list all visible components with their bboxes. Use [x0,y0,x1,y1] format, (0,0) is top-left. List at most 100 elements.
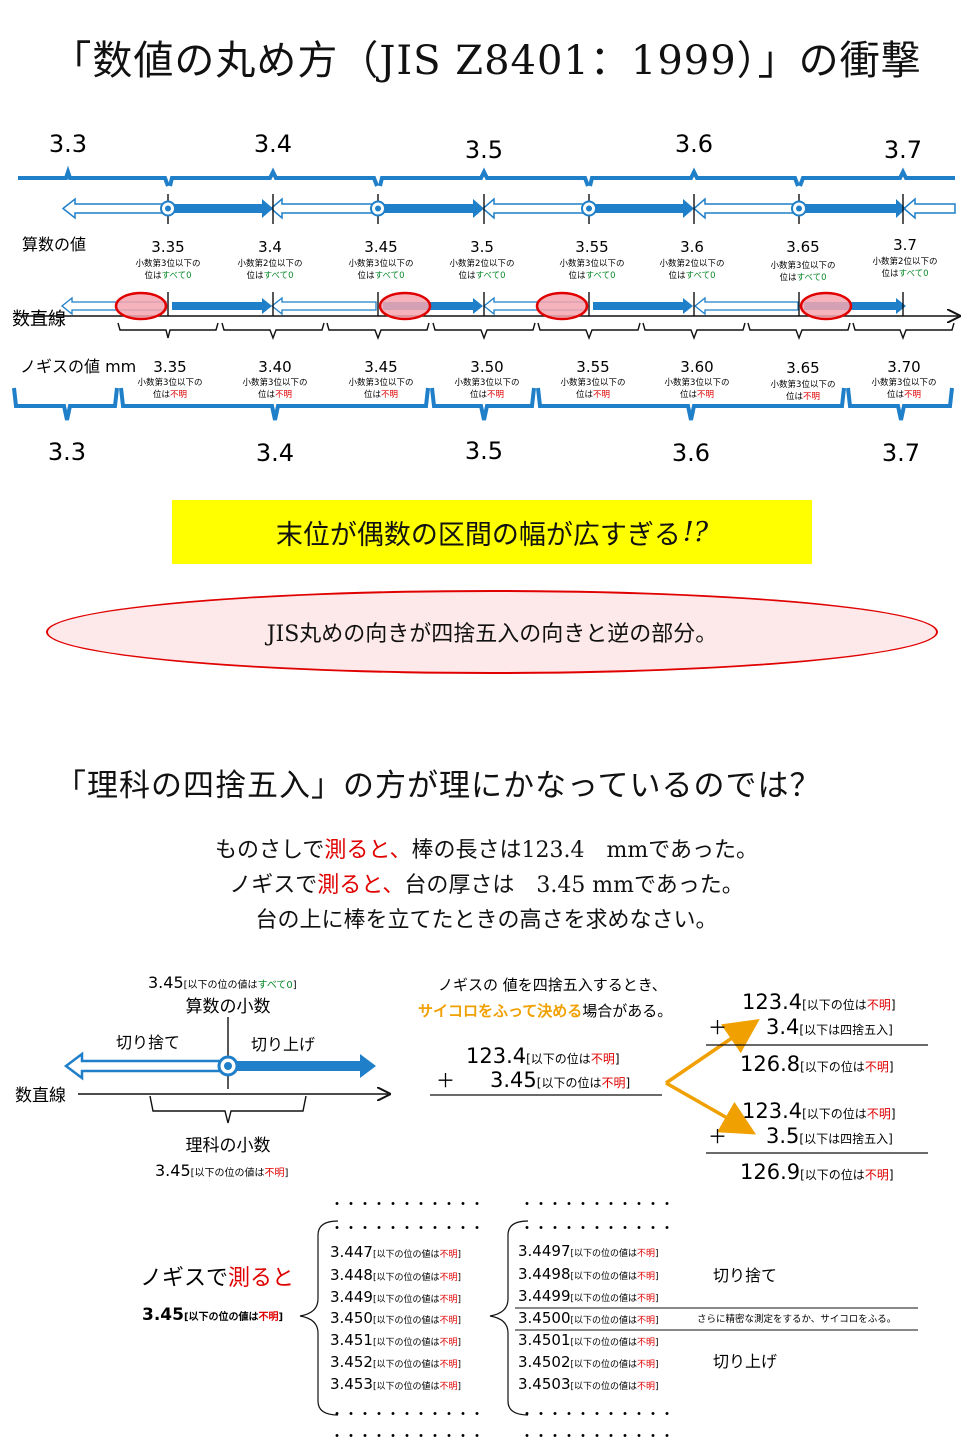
list-item: 3.4500[以下の位の値は不明] [518,1309,659,1327]
note-prefix: 位は [153,389,171,400]
value: 126.9 [740,1160,800,1184]
note-prefix: 位は [786,391,804,402]
note: [以下は四捨五入] [799,1131,892,1146]
lower-sum-plus: ＋ [708,1126,727,1148]
note-value: 不明 [637,1293,655,1304]
note-close: ] [457,1338,461,1348]
list-item: 3.448[以下の位の値は不明] [330,1266,461,1284]
science-decimal-value: 3.45[以下の位の値は不明] [155,1161,289,1180]
math-arrow-row [61,194,956,224]
math-note-line2-group: 位はすべて0 位はすべて0 位はすべて0 位はすべて0 位はすべて0 位はすべて… [145,268,929,283]
note: [以下の位は [800,1059,865,1074]
value: 3.45 [148,973,184,992]
math-note: 小数第3位以下の [560,258,625,269]
round-down-label: 切り捨て [116,1033,180,1052]
note-close: ] [457,1250,461,1260]
note-close: ] [655,1338,659,1348]
dice-note-line1: ノギスの 値を四捨五入するとき、 [438,976,667,994]
row-label-math: 算数の値 [22,235,86,254]
note-value: すべて0 [162,271,192,281]
value: 3.450 [330,1309,373,1327]
note: [以下の位の値は [571,1336,638,1348]
upper-sum-a: 123.4[以下の位は不明] [742,990,896,1014]
note-prefix: 位は [780,272,798,283]
list-item: 3.449[以下の位の値は不明] [330,1288,461,1306]
bottom-brace [12,387,954,421]
section-title: 「理科の四捨五入」の方が理にかなっているのでは？ [55,768,822,804]
value: 3.45 [142,1305,184,1325]
problem-text: ものさしで [215,838,325,863]
note: [以下の位の値は [571,1314,638,1326]
lower-sum-a: 123.4[以下の位は不明] [742,1099,896,1123]
note-close: ] [457,1316,461,1326]
caliper-value: 3.45 [364,358,397,376]
note-close: ] [655,1316,659,1326]
note-value: すべて0 [264,271,294,281]
note-value: 不明 [439,1337,457,1348]
lower-sum-b: 3.5[以下は四捨五入] [766,1124,893,1148]
note-close: ] [655,1272,659,1282]
caliper-value: 3.60 [680,358,713,376]
math-value: 3.6 [680,238,704,256]
dots-row: ・・・・・・・・・・・ [520,1407,674,1423]
caliper-note: 小数第3位以下の [771,379,836,390]
note-prefix: 位は [669,270,687,281]
math-value: 3.4 [258,238,282,256]
note-value: 不明 [439,1249,457,1260]
caliper-measure-label: ノギスで測ると [140,1266,294,1291]
note-value: 不明 [867,998,891,1012]
note: [以下の位の値は [373,1358,440,1370]
note-value: 不明 [865,1060,889,1074]
note-close: ] [279,1312,284,1323]
caliper-value: 3.55 [576,358,609,376]
value: 126.8 [740,1052,800,1076]
math-value: 3.7 [893,236,917,254]
value: 3.447 [330,1243,373,1261]
note-value: すべて0 [686,271,716,281]
point-marker-dot [224,1062,232,1070]
row-label-numline: 数直線 [12,309,66,330]
value: 3.4502 [518,1353,571,1371]
note-prefix: 位は [247,270,265,281]
note-value: 不明 [259,1311,279,1323]
dots-row: ・・・・・・・・・・・ [520,1221,674,1237]
list-item: 3.4502[以下の位の値は不明] [518,1353,659,1371]
math-value: 3.5 [470,238,494,256]
note-value: 不明 [265,1167,285,1179]
note-prefix: 位は [576,389,594,400]
top-tick-label: 3.6 [675,130,713,158]
caliper-note: 小数第3位以下の [665,377,730,388]
value: 3.452 [330,1353,373,1371]
caliper-note-line2: 位は不明 [786,391,820,402]
note-close: ] [457,1360,461,1370]
dots-row: ・・・・・・・・・・・ [520,1197,674,1213]
note-value: 不明 [637,1271,655,1282]
dice-note-line2: サイコロをふって決める場合がある。 [418,1002,672,1020]
math-note: 小数第3位以下の [349,258,414,269]
note-close: ] [615,1052,620,1066]
value: 3.451 [330,1331,373,1349]
note-prefix: 位は [145,270,163,281]
math-note: 小数第3位以下の [771,260,836,271]
note-prefix: 位は [258,389,276,400]
note-prefix: 位は [569,270,587,281]
numline-label: 数直線 [15,1086,66,1106]
caliper-note-line2: 位は不明 [680,389,714,400]
note: [以下の位の値は [571,1380,638,1392]
upper-sum-result: 126.8[以下の位は不明] [740,1052,894,1076]
center-sum-plus: ＋ [436,1070,455,1092]
math-note-line2: 位はすべて0 [669,270,716,281]
caliper-value: 3.40 [258,358,291,376]
note-value: 不明 [637,1381,655,1392]
precision-note: さらに精密な測定をするか、サイコロをふる。 [697,1313,896,1325]
note-close: ] [293,980,297,991]
value: 3.4 [766,1015,799,1039]
math-decimal-label: 算数の小数 [186,997,271,1017]
note-value: 不明 [439,1294,457,1305]
note-value: すべて0 [258,979,293,991]
round-down-side-label: 切り捨て [713,1266,777,1285]
note-value: 不明 [865,1168,889,1182]
center-sum-a: 123.4[以下の位は不明] [466,1044,620,1068]
note: [以下の位の値は [373,1336,440,1348]
math-decimal-value: 3.45[以下の位の値はすべて0] [148,973,297,992]
